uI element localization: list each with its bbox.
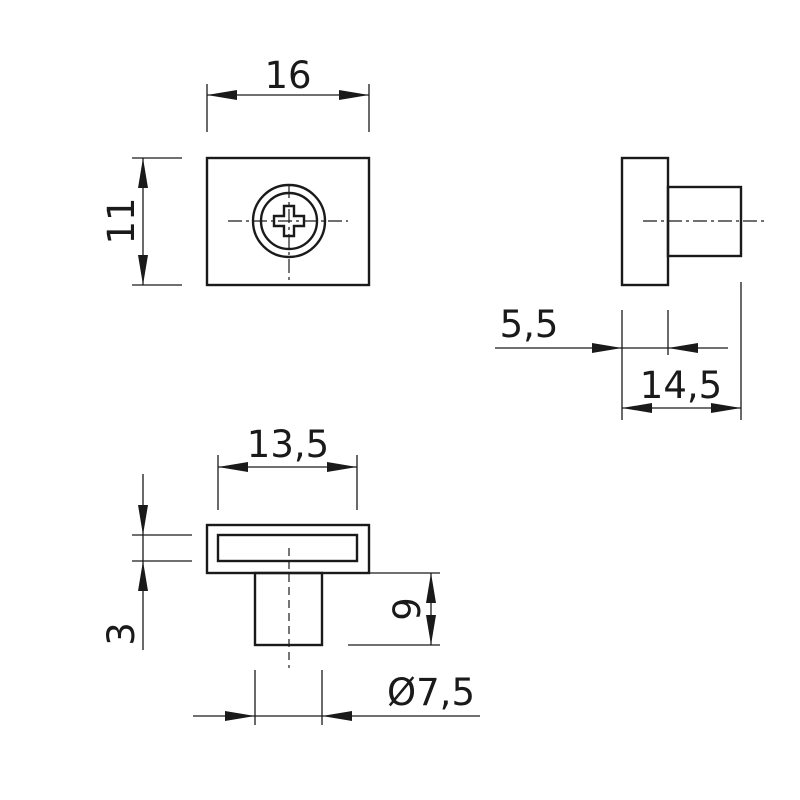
dim-9-label: 9 (386, 597, 429, 621)
dim-9-arrow-bottom (426, 615, 436, 645)
dim-14-5-label: 14,5 (640, 364, 722, 407)
screw-head-inner (259, 191, 319, 251)
dim-13-5-arrow-left (218, 462, 248, 472)
front-view-outline (205, 156, 371, 287)
dim-5-5-arrow-left (592, 343, 622, 353)
dim-13-5-arrow-right (327, 462, 357, 472)
top-view: 13,5 3 9 Ø7,5 (100, 423, 480, 725)
top-view-head-outer (205, 523, 371, 575)
dim-13-5-label: 13,5 (247, 423, 329, 466)
top-view-slot (216, 533, 359, 563)
dim-3-arrow-top (138, 505, 148, 535)
dim-d7-5-label: Ø7,5 (387, 671, 475, 714)
dim-5-5-arrow-right (668, 343, 698, 353)
dim-9-arrow-top (426, 573, 436, 603)
dim-5-5-label: 5,5 (500, 303, 559, 346)
dim-14-5-arrow-right (711, 403, 741, 413)
top-view-pin (253, 571, 324, 647)
dim-16-label: 16 (264, 54, 311, 97)
screw-head-outer (251, 183, 327, 259)
dim-16-arrow-left (207, 90, 237, 100)
dim-3-arrow-bottom (138, 561, 148, 591)
dim-14-5-arrow-left (622, 403, 652, 413)
dim-16-arrow-right (339, 90, 369, 100)
dim-11-arrow-top (138, 158, 148, 188)
dim-11-label: 11 (100, 197, 143, 244)
dim-3-label: 3 (100, 622, 143, 646)
front-view: 16 11 (100, 54, 371, 287)
side-view: 5,5 14,5 (495, 156, 768, 420)
phillips-cross-icon (272, 204, 306, 238)
dim-d7-5-arrow-left (225, 711, 255, 721)
dim-11-arrow-bottom (138, 255, 148, 285)
dim-d7-5-arrow-right (322, 711, 352, 721)
